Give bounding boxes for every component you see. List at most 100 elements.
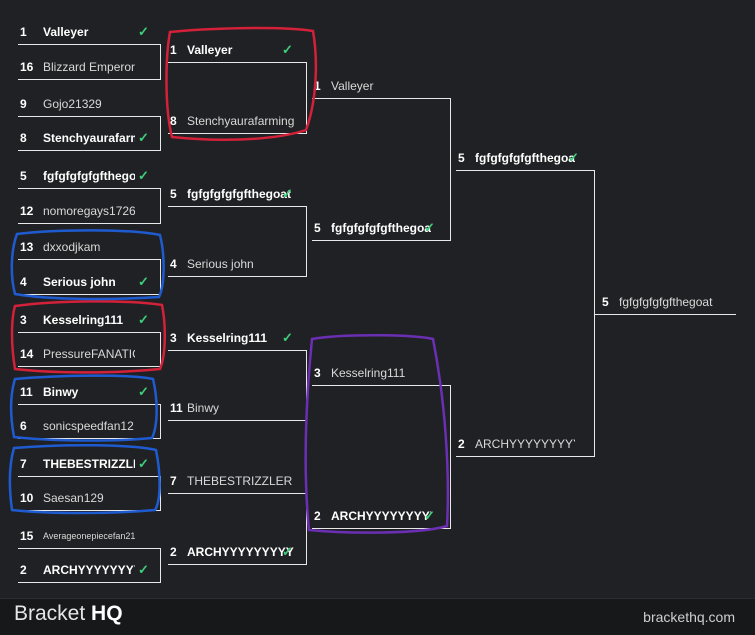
entry-underline bbox=[312, 98, 450, 99]
winner-check-icon: ✓ bbox=[138, 130, 149, 145]
seed-number: 8 bbox=[20, 131, 27, 145]
team-name: Binwy bbox=[43, 385, 79, 399]
bracket-connector bbox=[160, 259, 161, 295]
entry-underline bbox=[18, 582, 160, 583]
entry-underline bbox=[168, 133, 306, 134]
bracket-entry-round-1[interactable]: 6 sonicspeedfan12 bbox=[20, 417, 152, 435]
winner-check-icon: ✓ bbox=[138, 168, 149, 183]
team-name: PressureFANATIC bbox=[43, 347, 135, 361]
seed-number: 4 bbox=[20, 275, 27, 289]
bracket-connector bbox=[306, 493, 307, 565]
seed-number: 11 bbox=[20, 385, 33, 399]
entry-underline bbox=[18, 476, 160, 477]
team-name: Valleyer bbox=[43, 25, 89, 39]
team-name: Valleyer bbox=[187, 43, 233, 57]
entry-underline bbox=[168, 493, 306, 494]
winner-check-icon: ✓ bbox=[568, 150, 579, 165]
seed-number: 11 bbox=[170, 401, 183, 415]
team-name: fgfgfgfgfgfthegoat bbox=[619, 295, 713, 309]
team-name: Serious john bbox=[43, 275, 116, 289]
team-name: THEBESTRIZZLER bbox=[187, 474, 293, 488]
bracket-entry-round-2[interactable]: 7 THEBESTRIZZLER bbox=[170, 472, 296, 490]
site-link[interactable]: brackethq.com bbox=[643, 609, 735, 625]
seed-number: 5 bbox=[314, 221, 321, 235]
entry-underline bbox=[312, 528, 450, 529]
team-name: Serious john bbox=[187, 257, 254, 271]
bracket-connector bbox=[306, 206, 307, 277]
entry-underline bbox=[18, 188, 160, 189]
entry-underline bbox=[18, 548, 160, 549]
bracket-entry-round-2[interactable]: 11 Binwy bbox=[170, 399, 296, 417]
team-name: fgfgfgfgfgfthegoat bbox=[187, 187, 291, 201]
bracket-entry-round-2[interactable]: 8 Stenchyaurafarming bbox=[170, 112, 296, 130]
entry-underline bbox=[18, 116, 160, 117]
bracket-entry-round-1[interactable]: 4 Serious john ✓ bbox=[20, 273, 152, 291]
entry-underline bbox=[594, 314, 736, 315]
seed-number: 6 bbox=[20, 419, 27, 433]
team-name: Gojo21329 bbox=[43, 97, 102, 111]
winner-check-icon: ✓ bbox=[138, 274, 149, 289]
footer-bar: Bracket HQ brackethq.com bbox=[0, 598, 755, 635]
bracket-connector bbox=[594, 170, 595, 457]
team-name: Averageonepiecefan2123131 bbox=[43, 531, 135, 541]
entry-underline bbox=[168, 62, 306, 63]
team-name: nomoregays1726817 bbox=[43, 204, 135, 218]
entry-underline bbox=[18, 366, 160, 367]
team-name: Binwy bbox=[187, 401, 220, 415]
seed-number: 5 bbox=[458, 151, 465, 165]
bracket-entry-round-1[interactable]: 12nomoregays1726817 bbox=[20, 202, 152, 220]
bracket-connector bbox=[306, 350, 307, 421]
seed-number: 1 bbox=[20, 25, 27, 39]
entry-underline bbox=[18, 332, 160, 333]
team-name: fgfgfgfgfgfthegoat bbox=[331, 221, 431, 235]
bracket-connector bbox=[160, 548, 161, 583]
seed-number: 8 bbox=[170, 114, 177, 128]
entry-underline bbox=[18, 150, 160, 151]
bracket-connector bbox=[160, 332, 161, 367]
seed-number: 2 bbox=[20, 563, 27, 577]
brand-logo[interactable]: Bracket HQ bbox=[14, 602, 123, 625]
seed-number: 2 bbox=[170, 545, 177, 559]
seed-number: 10 bbox=[20, 491, 34, 505]
seed-number: 3 bbox=[170, 331, 177, 345]
team-name: Stenchyaurafarming bbox=[187, 114, 295, 128]
bracket-entry-round-1[interactable]: 15 Averageonepiecefan2123131 bbox=[20, 527, 152, 545]
entry-underline bbox=[18, 510, 160, 511]
team-name: sonicspeedfan12 bbox=[43, 419, 134, 433]
seed-number: 15 bbox=[20, 529, 34, 543]
seed-number: 16 bbox=[20, 60, 34, 74]
team-name: ARCHYYYYYYYYY bbox=[43, 563, 135, 577]
entry-underline bbox=[18, 44, 160, 45]
entry-underline bbox=[18, 259, 160, 260]
bracket-connector bbox=[160, 116, 161, 151]
entry-underline bbox=[18, 223, 160, 224]
seed-number: 3 bbox=[314, 366, 321, 380]
seed-number: 7 bbox=[170, 474, 177, 488]
team-name: Kesselring111 bbox=[187, 331, 268, 345]
winner-check-icon: ✓ bbox=[424, 508, 435, 523]
